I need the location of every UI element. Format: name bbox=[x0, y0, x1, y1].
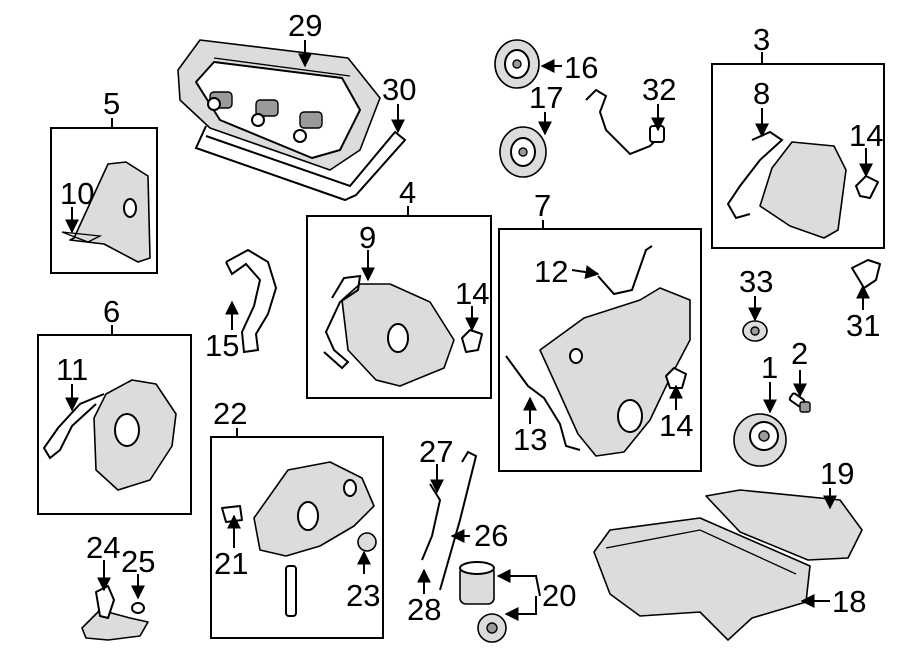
dipstick-part bbox=[439, 450, 478, 591]
group-box-3 bbox=[711, 63, 885, 249]
callout-28: 28 bbox=[407, 592, 441, 627]
crank-pulley-part bbox=[733, 413, 787, 467]
callout-19: 19 bbox=[820, 456, 854, 491]
gasket-31-part bbox=[851, 259, 881, 289]
callout-30: 30 bbox=[382, 72, 416, 107]
oil-strainer-part bbox=[81, 585, 149, 641]
callout-32: 32 bbox=[642, 72, 676, 107]
callout-27: 27 bbox=[419, 434, 453, 469]
callout-14-c: 14 bbox=[849, 118, 883, 153]
group-box-22 bbox=[210, 436, 384, 639]
callout-3: 3 bbox=[753, 22, 770, 57]
callout-2: 2 bbox=[791, 336, 808, 371]
callout-24: 24 bbox=[86, 530, 120, 565]
callout-15: 15 bbox=[205, 328, 239, 363]
callout-25: 25 bbox=[121, 544, 155, 579]
oil-pan-part bbox=[593, 517, 811, 641]
group-box-4 bbox=[306, 215, 492, 399]
callout-23: 23 bbox=[346, 578, 380, 613]
callout-8: 8 bbox=[753, 76, 770, 111]
callout-5: 5 bbox=[103, 86, 120, 121]
timing-cover-upper-part bbox=[61, 161, 151, 263]
callout-13: 13 bbox=[513, 422, 547, 457]
callout-6: 6 bbox=[103, 294, 120, 329]
leader-lines bbox=[65, 40, 873, 621]
callout-1: 1 bbox=[761, 350, 778, 385]
callout-20: 20 bbox=[542, 578, 576, 613]
idler-pulley-part bbox=[494, 39, 540, 89]
callout-26: 26 bbox=[474, 518, 508, 553]
timing-cover-middle-part bbox=[323, 274, 483, 387]
callout-31: 31 bbox=[846, 308, 880, 343]
callout-16: 16 bbox=[564, 50, 598, 85]
callout-18: 18 bbox=[832, 584, 866, 619]
callout-22: 22 bbox=[213, 396, 247, 431]
callout-14-a: 14 bbox=[455, 276, 489, 311]
callout-labels: 29 30 5 10 6 11 15 4 9 14 7 12 13 14 3 8… bbox=[56, 8, 883, 627]
timing-cover-side-part bbox=[726, 130, 879, 239]
callout-9: 9 bbox=[359, 220, 376, 255]
callout-14-b: 14 bbox=[659, 408, 693, 443]
callout-11: 11 bbox=[56, 352, 88, 387]
callout-21: 21 bbox=[214, 546, 248, 581]
oil-filter-part bbox=[459, 561, 507, 643]
group-box-5 bbox=[50, 127, 158, 274]
timing-belt-part bbox=[225, 248, 278, 354]
callout-4: 4 bbox=[399, 175, 416, 210]
callout-33: 33 bbox=[739, 264, 773, 299]
callout-7: 7 bbox=[534, 188, 551, 223]
group-box-7 bbox=[498, 228, 702, 472]
callout-17: 17 bbox=[529, 80, 563, 115]
group-box-6 bbox=[37, 334, 192, 515]
dipstick-tube-part bbox=[421, 483, 442, 561]
callout-29: 29 bbox=[288, 8, 322, 43]
sensor-33-part bbox=[742, 320, 768, 342]
valve-cover-part bbox=[177, 39, 381, 171]
sensor-part bbox=[585, 88, 661, 156]
callout-12: 12 bbox=[534, 254, 568, 289]
tensioner-pulley-part bbox=[499, 126, 547, 178]
valve-cover-gasket-part bbox=[194, 125, 407, 202]
callout-10: 10 bbox=[60, 176, 94, 211]
timing-cover-rear-part bbox=[505, 245, 691, 457]
timing-cover-lower-part bbox=[42, 379, 177, 491]
